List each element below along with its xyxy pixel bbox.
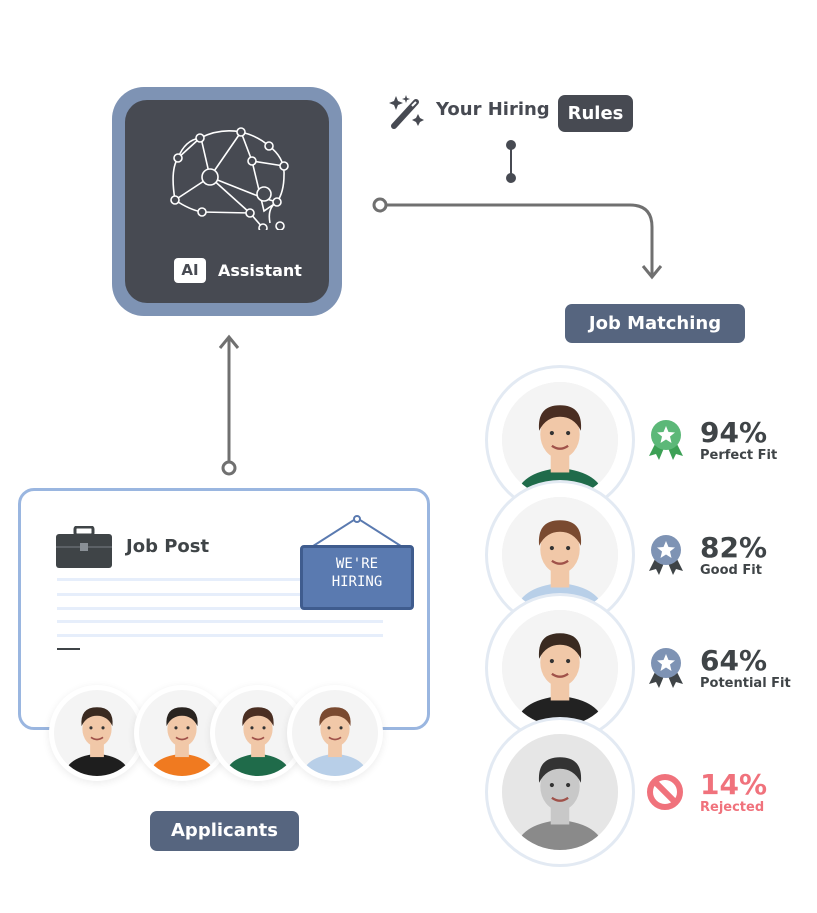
text-dash <box>57 648 80 650</box>
award-ribbon-icon <box>649 535 683 575</box>
match-score: 94%Perfect Fit <box>700 416 778 464</box>
applicants-label: Applicants <box>150 811 299 851</box>
match-percent: 64% <box>700 644 768 677</box>
award-ribbon-icon <box>649 648 683 688</box>
rules-pill: Rules <box>558 95 633 132</box>
job-post-title: Job Post <box>126 536 210 557</box>
text-line <box>57 634 383 637</box>
magic-wand-icon <box>389 95 424 129</box>
applicant-avatar <box>287 685 383 781</box>
match-label: Perfect Fit <box>700 448 778 463</box>
match-label: Good Fit <box>700 563 762 578</box>
text-line <box>57 578 383 581</box>
award-ribbon-icon <box>649 420 683 460</box>
person-photo <box>502 734 618 850</box>
match-percent: 94% <box>700 416 768 449</box>
match-percent: 82% <box>700 531 768 564</box>
match-score: 14%Rejected <box>700 768 768 816</box>
person-photo <box>54 690 140 776</box>
person-photo <box>502 610 618 726</box>
sign-line-2: HIRING <box>331 574 383 590</box>
ai-assistant-panel: AI Assistant <box>125 100 329 303</box>
sign-string <box>309 515 405 548</box>
ai-badge: AI <box>174 258 206 283</box>
candidate-avatar <box>485 717 635 867</box>
text-line <box>57 620 383 623</box>
job-matching-label: Job Matching <box>565 304 745 343</box>
text-line <box>57 593 383 596</box>
hiring-rules-text: Your Hiring <box>436 99 550 120</box>
match-score: 82%Good Fit <box>700 531 768 579</box>
applicant-avatar <box>49 685 145 781</box>
ai-assistant-label: Assistant <box>218 261 302 280</box>
match-label: Rejected <box>700 800 765 815</box>
match-label: Potential Fit <box>700 676 791 691</box>
ai-assistant-box: AI Assistant <box>112 87 342 316</box>
brain-network-icon <box>170 127 289 230</box>
match-score: 64%Potential Fit <box>700 644 791 692</box>
were-hiring-sign: WE'RE HIRING <box>300 545 414 610</box>
person-photo <box>502 382 618 498</box>
prohibited-icon <box>647 774 683 810</box>
person-photo <box>292 690 378 776</box>
candidate-avatar <box>485 593 635 743</box>
text-line <box>57 607 383 610</box>
sign-line-1: WE'RE <box>335 556 379 572</box>
person-photo <box>215 690 301 776</box>
match-percent: 14% <box>700 768 768 801</box>
briefcase-icon <box>56 526 112 568</box>
